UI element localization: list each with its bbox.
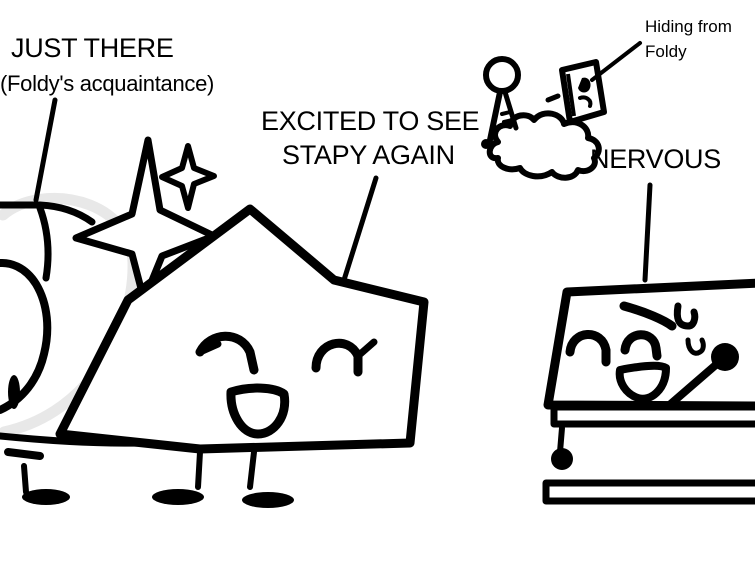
pin-figure-foot [481, 139, 491, 149]
pentagon-eye-left-lash [196, 340, 222, 356]
annotation-hiding-line-2: Foldy [645, 42, 687, 61]
annotation-excited-line-2: STAPY AGAIN [282, 140, 455, 170]
pentagon-body [55, 204, 429, 454]
pentagon-eye-left [195, 331, 259, 375]
pin-figure-body [487, 89, 503, 143]
trapezoid-eye-right [620, 330, 662, 361]
body-left-curve [0, 259, 52, 414]
annotation-nervous: NERVOUS [590, 144, 721, 174]
trapezoid-squiggle [685, 337, 706, 356]
trapezoid-shelf-bar [550, 403, 755, 428]
paper-character-arm [545, 93, 561, 103]
pentagon-leg-left [195, 449, 203, 490]
trapezoid-mouth [615, 361, 670, 403]
ground-bar [542, 479, 755, 505]
trapezoid-eyebrow [619, 301, 677, 331]
left-character-mouth [4, 448, 44, 460]
trapezoid-leg [557, 425, 565, 455]
leader-line-hiding [590, 41, 642, 82]
trapezoid-arm [662, 359, 722, 412]
pentagon-leg-right [247, 449, 257, 490]
trapezoid-hand [711, 343, 739, 371]
leader-line-just-there [33, 97, 58, 203]
pentagon-foot-right [242, 492, 294, 508]
paper-character-eye [578, 77, 591, 93]
annotation-foldys-acquaintance: (Foldy's acquaintance) [0, 71, 215, 96]
left-character-eye [8, 375, 20, 409]
leader-lines [33, 41, 653, 283]
annotation-excited-line-1: EXCITED TO SEE [261, 106, 480, 136]
trapezoid-sweat-drop [673, 302, 699, 330]
pentagon-foot-left [152, 489, 204, 505]
pentagon-character [55, 204, 429, 508]
pentagon-mouth [226, 383, 290, 439]
left-character-leg [21, 463, 29, 495]
bush-hiding-figure [481, 56, 607, 181]
leader-line-nervous [642, 182, 653, 283]
annotation-just-there: JUST THERE [11, 33, 174, 63]
annotation-hiding-line-1: Hiding from [645, 17, 732, 36]
pin-figure-head [483, 56, 521, 94]
pentagon-eye-right-lash [354, 338, 378, 360]
sparkle-star-small [159, 143, 217, 211]
trapezoid-eye-left [565, 330, 611, 367]
left-cutoff-character [0, 193, 144, 505]
paper-character-fold [566, 73, 576, 117]
leader-line-excited [341, 175, 379, 283]
body-inner-edge [36, 204, 52, 282]
paper-character-mouth [578, 95, 593, 108]
pin-figure-marks [500, 110, 514, 124]
pin-figure-arm [502, 89, 519, 131]
left-character-foot [22, 489, 70, 505]
trapezoid-foot [551, 448, 573, 470]
trapezoid-character [542, 278, 755, 505]
